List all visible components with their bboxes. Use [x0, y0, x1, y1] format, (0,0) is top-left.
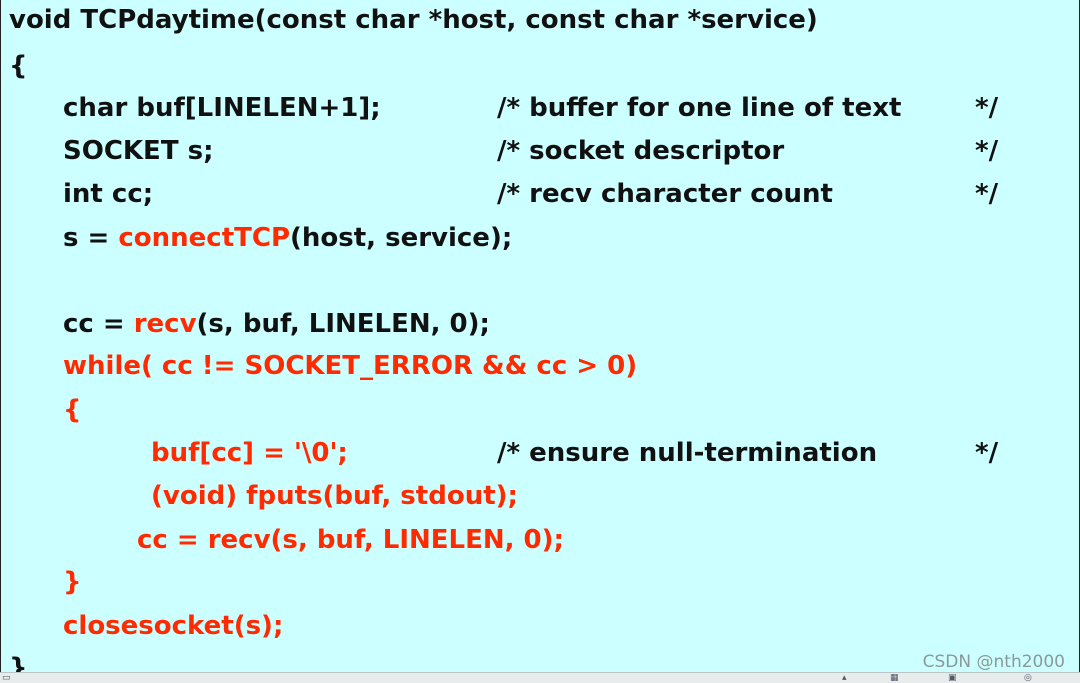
- connect-line: s = connectTCP(host, service);: [63, 222, 512, 254]
- recv-line: cc = recv(s, buf, LINELEN, 0);: [63, 308, 490, 340]
- decl-buf: char buf[LINELEN+1];: [63, 93, 381, 123]
- decl-socket: SOCKET s;: [63, 136, 214, 166]
- comment-socket: /* socket descriptor: [497, 136, 785, 166]
- recv-fn: recv: [133, 309, 197, 339]
- grid-icon[interactable]: ▦: [890, 673, 899, 683]
- comment-null: /* ensure null-termination: [497, 438, 878, 468]
- recv-assign: cc =: [63, 309, 134, 339]
- zoom-icon[interactable]: ◎: [1024, 673, 1032, 683]
- nav-icon[interactable]: ▴: [842, 673, 847, 683]
- page-icon[interactable]: ▣: [948, 673, 957, 683]
- function-signature: void TCPdaytime(const char *host, const …: [9, 5, 818, 35]
- connect-fn: connectTCP: [118, 223, 291, 253]
- null-term-line: buf[cc] = '\0';: [151, 438, 348, 468]
- connect-args: (host, service);: [290, 223, 513, 253]
- panel-icon[interactable]: ▭: [2, 673, 11, 683]
- comment-end-1: */: [975, 93, 999, 123]
- comment-buf: /* buffer for one line of text: [497, 93, 902, 123]
- inner-open-brace: {: [63, 395, 82, 425]
- fputs-line: (void) fputs(buf, stdout);: [151, 481, 518, 511]
- while-line: while( cc != SOCKET_ERROR && cc > 0): [63, 351, 638, 381]
- close-brace: }: [9, 653, 28, 672]
- inner-close-brace: }: [63, 567, 82, 597]
- recv-again-line: cc = recv(s, buf, LINELEN, 0);: [137, 525, 564, 555]
- connect-assign: s =: [63, 223, 119, 253]
- bottom-toolbar: ▭ ▴ ▦ ▣ ◎: [0, 672, 1080, 683]
- watermark: CSDN @nth2000: [922, 652, 1065, 672]
- comment-cc: /* recv character count: [497, 179, 833, 209]
- closesocket-line: closesocket(s);: [63, 611, 284, 641]
- decl-cc: int cc;: [63, 179, 154, 209]
- comment-end-2: */: [975, 136, 999, 166]
- comment-end-4: */: [975, 438, 999, 468]
- open-brace: {: [9, 51, 28, 81]
- recv-args: (s, buf, LINELEN, 0);: [196, 309, 490, 339]
- comment-end-3: */: [975, 179, 999, 209]
